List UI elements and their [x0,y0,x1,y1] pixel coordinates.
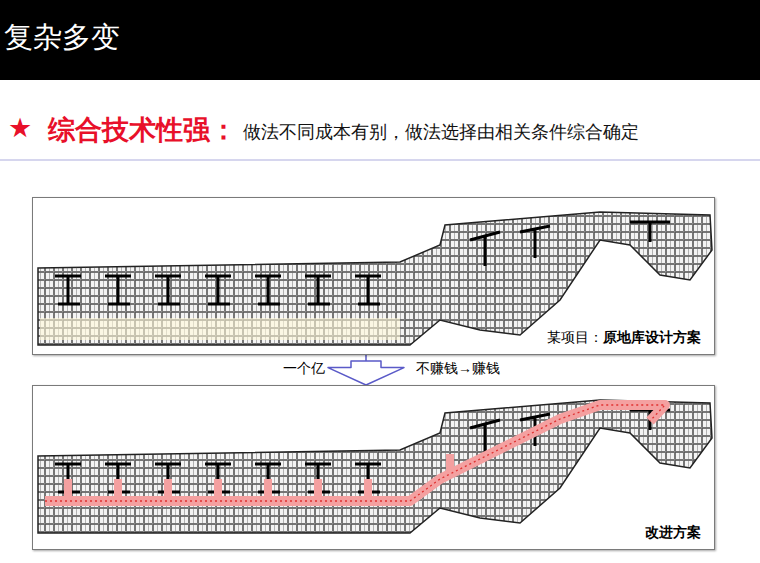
arrow-note: 不赚钱→赚钱 [416,360,500,378]
hollow-arrow [328,355,404,385]
plan-caption: 改进方案 [642,523,704,543]
caption-text: 某项目： [547,330,603,345]
star-icon: ★ [8,112,32,144]
plan-frame: 改进方案 [32,385,715,550]
arrow-note: 一个亿 [283,360,325,378]
heading-text: 综合技术性强： [48,112,237,148]
plan-frame: 某项目：原地库设计方案 [32,197,715,355]
slide-title: 复杂多变 [4,18,120,58]
caption-text: 改进方案 [645,525,701,540]
heading-note: 做法不同成本有别，做法选择由相关条件综合确定 [243,120,639,144]
plan-caption: 某项目：原地库设计方案 [544,328,704,348]
caption-text: 原地库设计方案 [603,330,701,345]
